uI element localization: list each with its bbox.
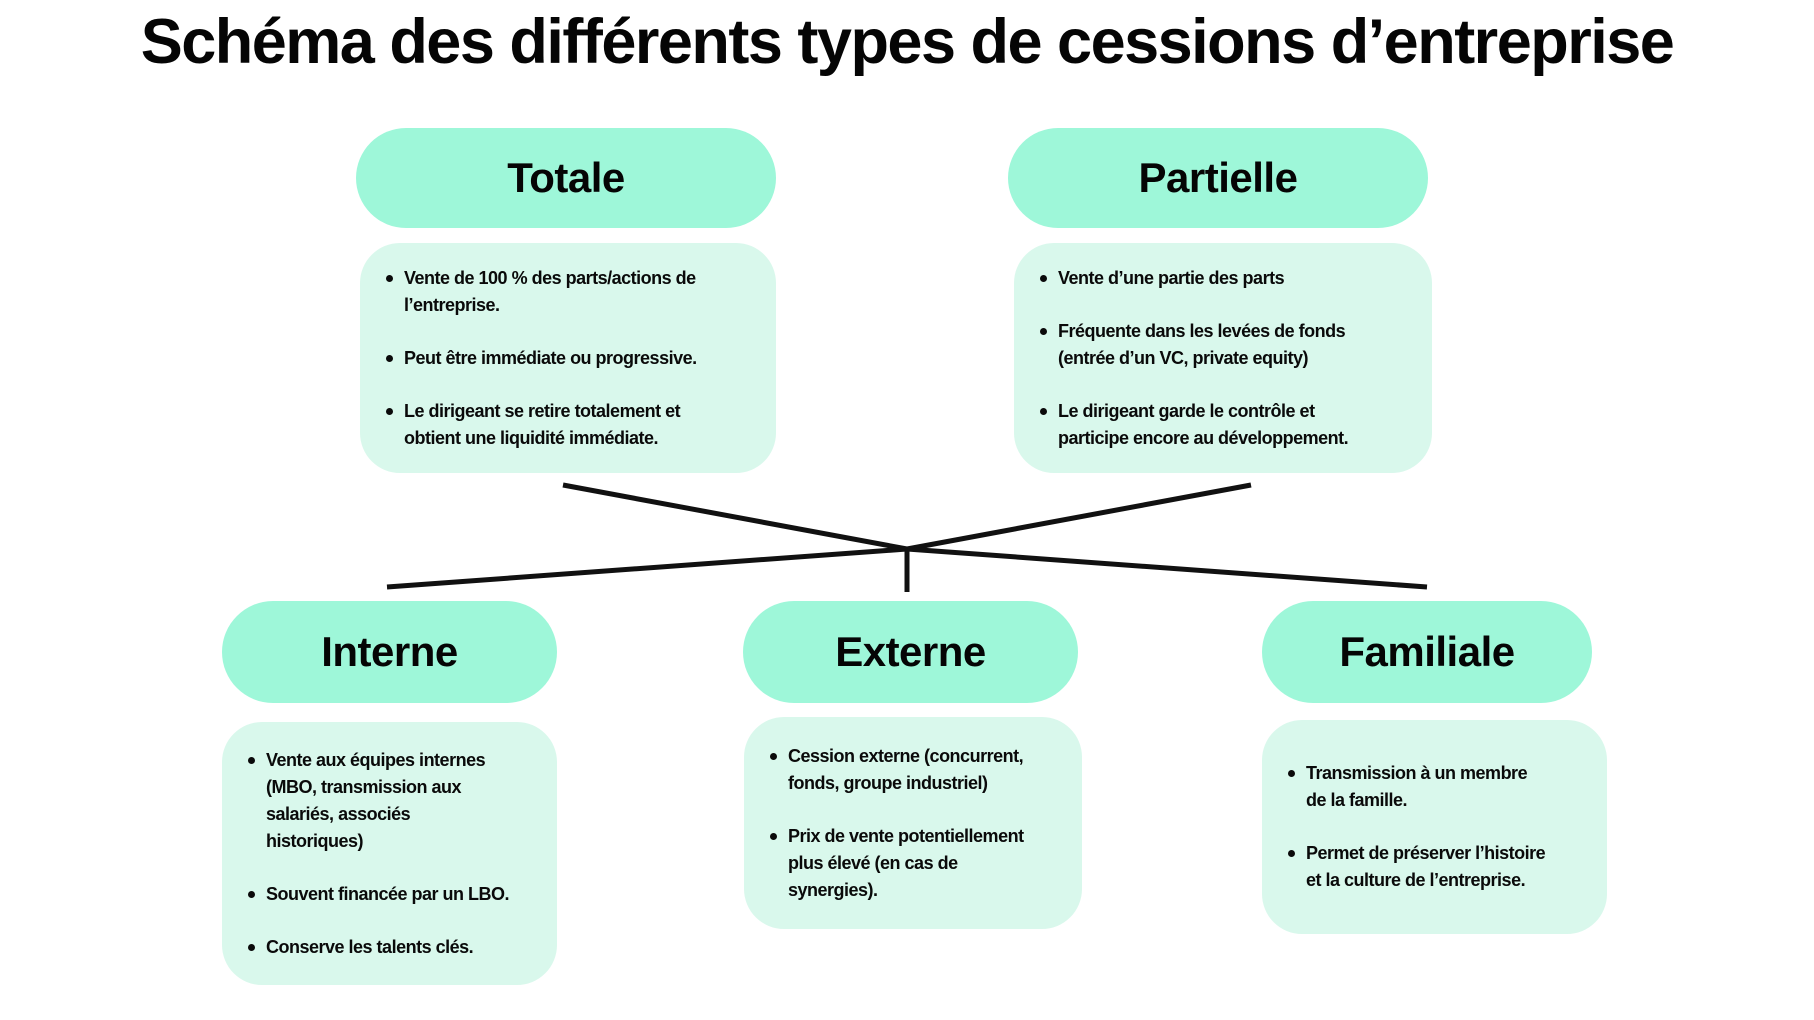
connector-line-interne: [386, 546, 908, 590]
node-header-externe-label: Externe: [835, 628, 986, 675]
bullet-list-totale: Vente de 100 % des parts/actions de l’en…: [382, 265, 766, 452]
node-panel-externe: Cession externe (concurrent, fonds, grou…: [744, 717, 1082, 929]
bullet-list-interne: Vente aux équipes internes (MBO, transmi…: [244, 747, 547, 961]
node-panel-interne: Vente aux équipes internes (MBO, transmi…: [222, 722, 557, 985]
node-header-interne: Interne: [222, 601, 557, 703]
node-header-familiale-label: Familiale: [1339, 628, 1515, 675]
bullet-item: Peut être immédiate ou progressive.: [382, 345, 766, 372]
node-header-totale: Totale: [356, 128, 776, 228]
bullet-item: Cession externe (concurrent, fonds, grou…: [766, 743, 1072, 797]
connector-line-partielle: [906, 482, 1252, 552]
bullet-item: Vente aux équipes internes (MBO, transmi…: [244, 747, 547, 855]
bullet-list-externe: Cession externe (concurrent, fonds, grou…: [766, 743, 1072, 904]
node-header-externe: Externe: [743, 601, 1078, 703]
bullet-item: Le dirigeant se retire totalement et obt…: [382, 398, 766, 452]
bullet-item: Vente d’une partie des parts: [1036, 265, 1422, 292]
bullet-item: Souvent financée par un LBO.: [244, 881, 547, 908]
connector-line-totale: [562, 482, 908, 552]
connector-line-familiale: [906, 546, 1428, 590]
node-panel-totale: Vente de 100 % des parts/actions de l’en…: [360, 243, 776, 473]
node-header-partielle-label: Partielle: [1138, 154, 1298, 201]
node-panel-familiale: Transmission à un membre de la famille. …: [1262, 720, 1607, 934]
bullet-list-familiale: Transmission à un membre de la famille. …: [1284, 760, 1597, 894]
bullet-item: Prix de vente potentiellement plus élevé…: [766, 823, 1072, 904]
bullet-item: Permet de préserver l’histoire et la cul…: [1284, 840, 1597, 894]
diagram-title: Schéma des différents types de cessions …: [140, 7, 1675, 77]
node-panel-partielle: Vente d’une partie des parts Fréquente d…: [1014, 243, 1432, 473]
bullet-item: Conserve les talents clés.: [244, 934, 547, 961]
bullet-item: Transmission à un membre de la famille.: [1284, 760, 1597, 814]
node-header-totale-label: Totale: [507, 154, 625, 201]
bullet-list-partielle: Vente d’une partie des parts Fréquente d…: [1036, 265, 1422, 452]
bullet-item: Vente de 100 % des parts/actions de l’en…: [382, 265, 766, 319]
node-header-familiale: Familiale: [1262, 601, 1592, 703]
bullet-item: Le dirigeant garde le contrôle et partic…: [1036, 398, 1422, 452]
node-header-interne-label: Interne: [321, 628, 458, 675]
bullet-item: Fréquente dans les levées de fonds (entr…: [1036, 318, 1422, 372]
node-header-partielle: Partielle: [1008, 128, 1428, 228]
